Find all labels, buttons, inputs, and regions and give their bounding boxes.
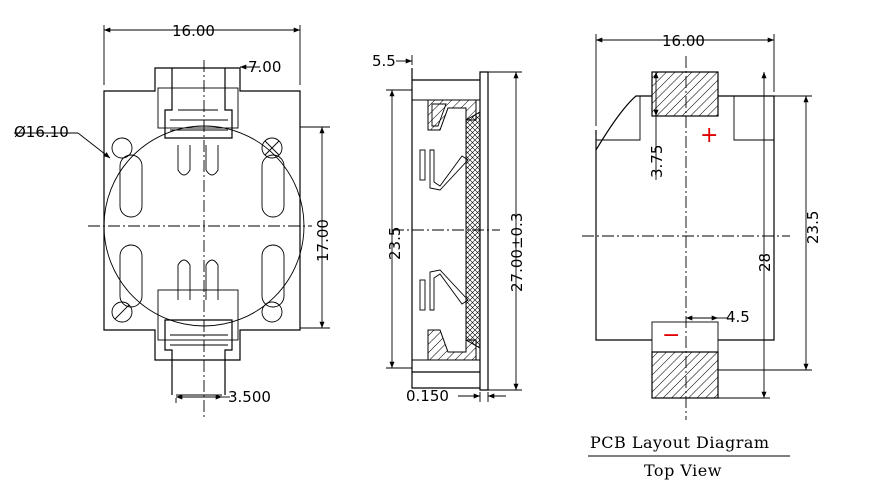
pcb-dim-pad-pitch: 23.5 xyxy=(804,211,822,244)
pcb-dim-pad-width: 4.5 xyxy=(726,308,750,326)
pcb-caption-line1: PCB Layout Diagram xyxy=(590,433,770,452)
front-view: 16.00 7.00 Ø16.10 17.00 3.500 xyxy=(14,22,332,420)
front-slot-bl xyxy=(119,244,143,308)
front-dim-diameter: Ø16.10 xyxy=(14,123,69,141)
pcb-plus-mark: + xyxy=(700,123,718,148)
front-top-clip-detail xyxy=(170,109,228,176)
front-dim-tab-width: 7.00 xyxy=(248,58,281,76)
front-body-outline xyxy=(103,67,301,361)
pcb-pad-bottom xyxy=(651,351,719,399)
side-body-outline xyxy=(411,68,480,389)
pcb-pad-top xyxy=(651,71,719,117)
pcb-minus-mark: − xyxy=(662,323,680,348)
pcb-dim-outline-height: 28 xyxy=(756,253,774,272)
side-view: 5.5 23.5 27.00±0.3 0.150 xyxy=(372,52,526,405)
pcb-dim-pad-offset: 3.75 xyxy=(648,145,666,178)
front-slot-tr xyxy=(261,154,285,218)
side-base-plate xyxy=(479,71,489,391)
front-dim-bottom-tab: 3.500 xyxy=(228,388,271,406)
pcb-dim-width: 16.00 xyxy=(662,32,705,50)
pcb-caption-line2: Top View xyxy=(644,461,722,480)
front-inner-frame xyxy=(157,87,239,129)
side-dim-bottom: 0.150 xyxy=(406,387,449,405)
side-spring-bottom xyxy=(429,269,469,311)
side-dim-inner-height: 23.5 xyxy=(386,227,404,260)
front-slot-br xyxy=(261,244,285,308)
side-dim-top: 5.5 xyxy=(372,52,396,70)
front-screw-tl xyxy=(111,137,133,159)
side-top-contact xyxy=(427,99,477,131)
side-spring-top xyxy=(429,149,469,191)
pcb-view: + − 16.00 3.75 23.5 28 4.5 PCB Layout Di… xyxy=(582,32,822,480)
front-dim-width: 16.00 xyxy=(172,22,215,40)
side-bottom-contact xyxy=(427,329,477,361)
front-dim-height: 17.00 xyxy=(314,219,332,262)
pcb-outline xyxy=(595,95,775,341)
front-top-clip xyxy=(164,68,233,139)
front-screw-br xyxy=(261,301,283,323)
front-screw-bl xyxy=(111,301,133,323)
front-inner-frame-bottom xyxy=(157,289,239,341)
front-slot-tl xyxy=(119,154,143,218)
front-bottom-clip-detail xyxy=(170,259,228,396)
front-bottom-clip xyxy=(164,319,233,395)
front-screw-tr xyxy=(261,137,283,159)
side-dim-total-height: 27.00±0.3 xyxy=(508,213,526,292)
